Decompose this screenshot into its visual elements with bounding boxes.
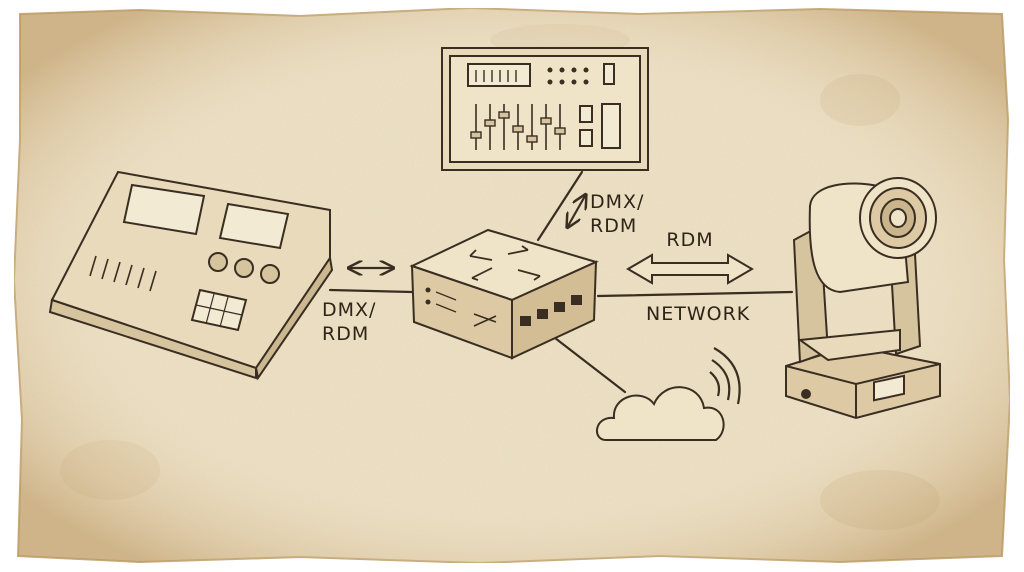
rdm-double-arrow (626, 253, 754, 285)
cloud-icon (596, 386, 725, 441)
wireless-signal-icon (709, 347, 741, 405)
rack-link-label-line2: RDM (590, 215, 638, 237)
network-switch-icon (409, 228, 599, 360)
link-switch-cloud (553, 336, 627, 394)
arrow-rack-switch (568, 196, 585, 226)
network-label: NETWORK (646, 303, 751, 325)
rdm-label: RDM (666, 229, 714, 251)
console-link-label-line2: RDM (322, 323, 370, 345)
link-rack-switch (536, 170, 584, 242)
lighting-console-icon (48, 170, 334, 381)
link-switch-light (596, 290, 794, 298)
moving-head-light-icon (785, 177, 941, 420)
console-link-label-line1: DMX/ (322, 299, 377, 321)
rack-link-label: DMX/ RDM (590, 190, 644, 238)
console-link-label: DMX/ RDM (322, 298, 376, 346)
rack-unit-icon (441, 47, 649, 171)
link-console-switch (328, 288, 414, 294)
rack-link-label-line1: DMX/ (590, 191, 645, 213)
